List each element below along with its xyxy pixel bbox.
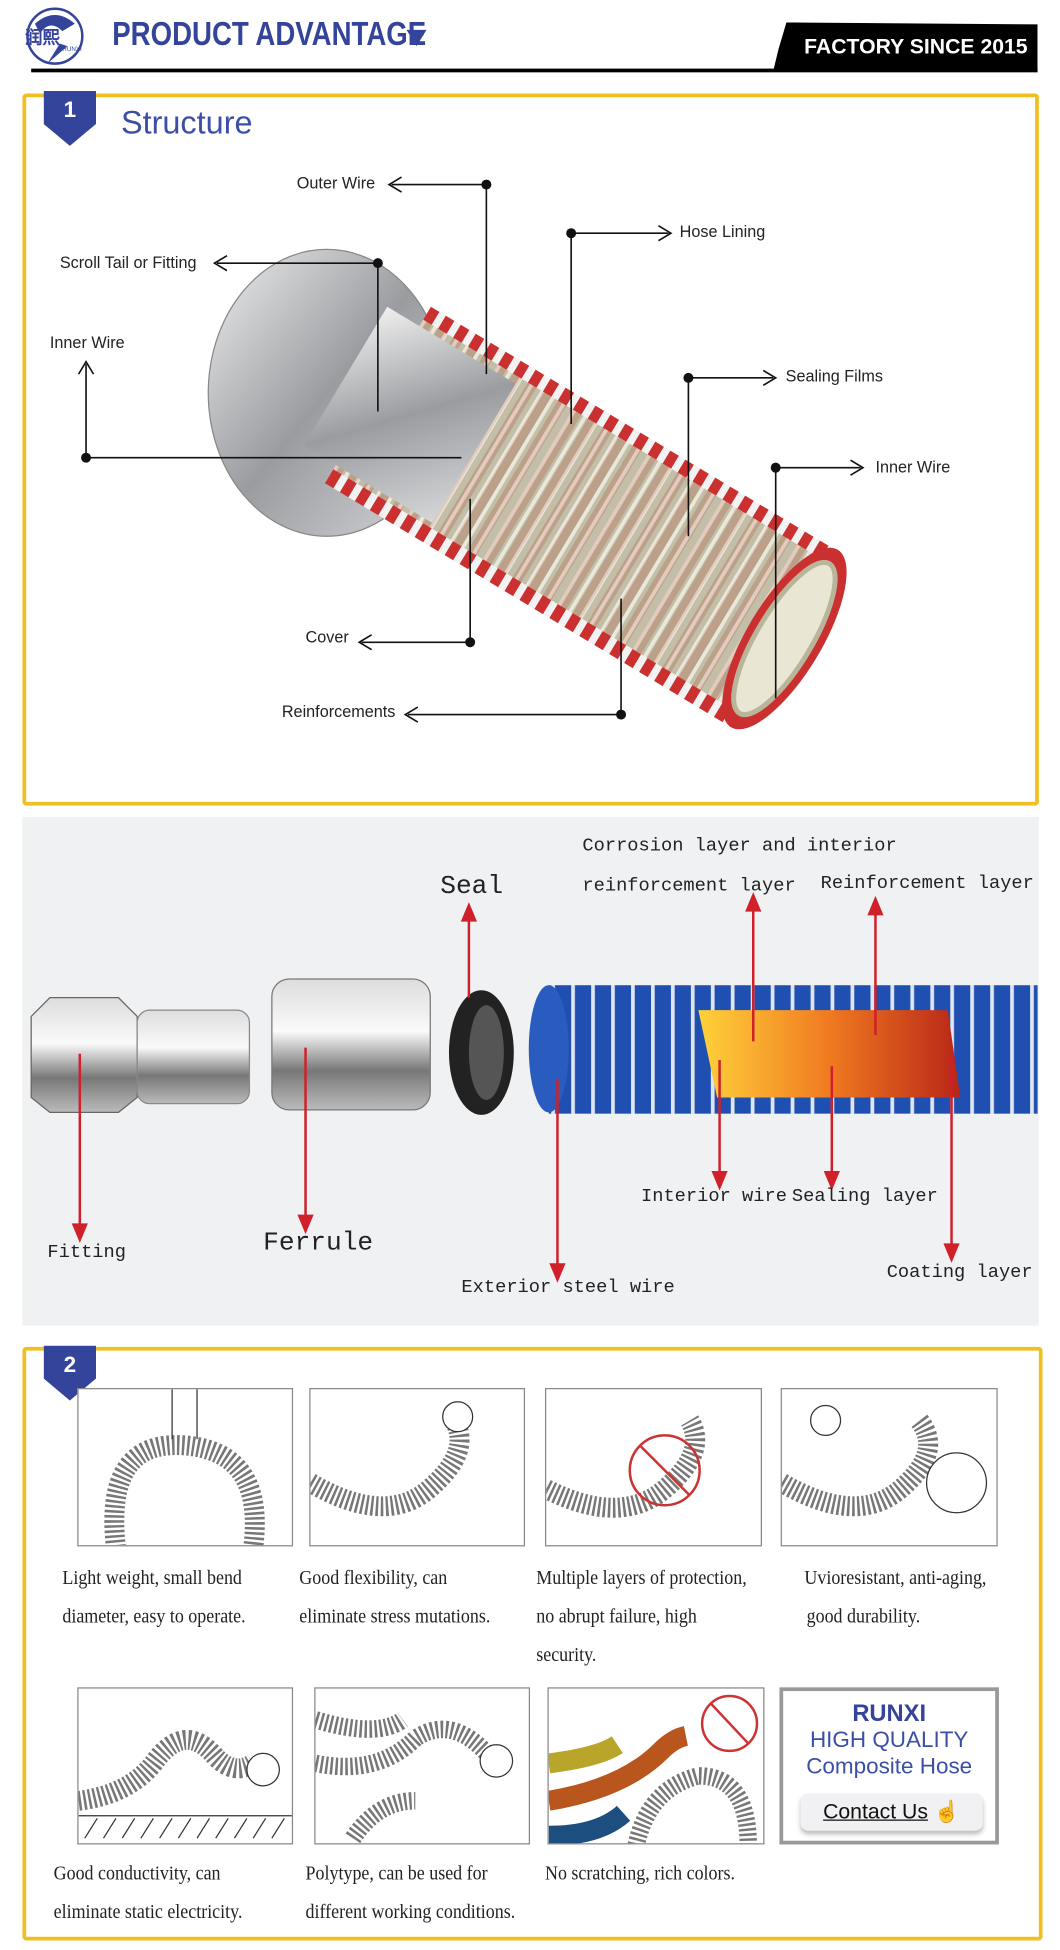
illustration-conductivity	[77, 1687, 294, 1845]
label-scroll-tail: Scroll Tail or Fitting	[59, 253, 197, 272]
triangle-down-icon	[406, 29, 427, 47]
contact-us-label: Contact Us	[823, 1799, 928, 1824]
label-corrosion-2: reinforcement layer	[582, 875, 796, 897]
label-inner-wire-left: Inner Wire	[49, 332, 125, 352]
caption-protection: Multiple layers of protection,no abrupt …	[536, 1567, 747, 1667]
cutaway-layers	[698, 1010, 961, 1098]
label-ferrule: Ferrule	[263, 1229, 374, 1259]
label-sealing-films: Sealing Films	[785, 366, 883, 386]
illustration-colors	[547, 1687, 765, 1845]
label-corrosion-1: Corrosion layer and interior	[582, 835, 897, 857]
exploded-hose-diagram	[30, 892, 1038, 1283]
illustration-flexibility	[309, 1388, 526, 1547]
illustration-protection	[544, 1388, 762, 1547]
label-sealing-layer: Sealing layer	[791, 1185, 938, 1208]
factory-banner: FACTORY SINCE 2015	[773, 22, 1038, 72]
label-fitting: Fitting	[47, 1242, 126, 1264]
illustration-light-weight	[77, 1388, 294, 1547]
structure-section	[22, 93, 1039, 806]
label-exterior-wire: Exterior steel wire	[461, 1277, 675, 1299]
label-outer-wire: Outer Wire	[296, 173, 376, 193]
advantages-section	[22, 1346, 1043, 1941]
factory-tagline: FACTORY SINCE 2015	[804, 34, 1028, 59]
hose-structure-diagram	[77, 176, 865, 730]
page-title: PRODUCT ADVANTAGE	[112, 14, 427, 53]
label-seal: Seal	[440, 872, 504, 902]
label-hose-lining: Hose Lining	[679, 221, 766, 241]
header-divider	[31, 68, 1038, 73]
logo: 润熙 RUNXI	[25, 6, 85, 66]
pointer-hand-icon: ☝	[933, 1799, 961, 1824]
fitting-thread	[136, 1009, 251, 1105]
label-reinforcements: Reinforcements	[281, 702, 396, 721]
label-coating-layer: Coating layer	[886, 1262, 1033, 1284]
card-brand: RUNXI	[852, 1701, 927, 1728]
illustration-uv-resistant	[780, 1388, 998, 1547]
card-line1: HIGH QUALITY	[809, 1727, 969, 1753]
caption-colors: No scratching, rich colors.	[544, 1863, 735, 1885]
label-inner-wire-right: Inner Wire	[875, 457, 951, 477]
fitting-part	[30, 997, 138, 1114]
ferrule-part	[271, 978, 431, 1111]
promo-card: RUNXI HIGH QUALITY Composite Hose Contac…	[779, 1687, 999, 1845]
label-reinforcement-layer: Reinforcement layer	[820, 872, 1034, 895]
card-line2: Composite Hose	[806, 1753, 973, 1779]
label-cover: Cover	[305, 627, 349, 646]
label-interior-wire: Interior wire	[641, 1185, 787, 1208]
caption-uv-resistant: Uvioresistant, anti-aging,good durabilit…	[804, 1567, 987, 1628]
contact-us-button[interactable]: Contact Us ☝	[800, 1793, 983, 1831]
logo-text: 润熙	[24, 27, 60, 48]
section-title-structure: Structure	[120, 103, 253, 141]
illustration-polytype	[314, 1687, 531, 1845]
logo-sub: RUNXI	[62, 46, 82, 54]
